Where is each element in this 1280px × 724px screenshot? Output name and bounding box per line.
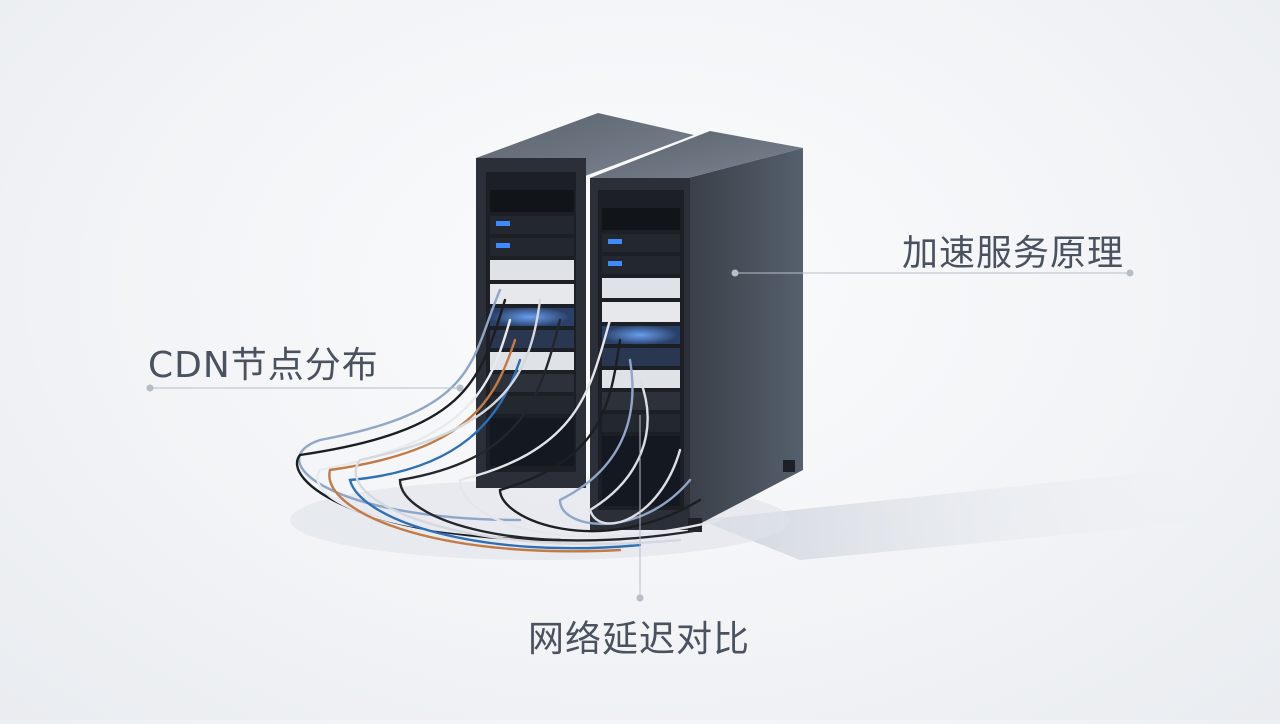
- leader-dot-accel-left: [731, 269, 739, 277]
- network-cables: [295, 288, 722, 553]
- callout-acceleration-principle: 加速服务原理: [902, 233, 1125, 274]
- leader-dot-cdn-right: [456, 384, 464, 392]
- right-rack-units: [602, 208, 680, 506]
- callout-cdn-nodes: CDN节点分布: [148, 345, 379, 386]
- floor-shadow: [700, 470, 1220, 560]
- right-rack-top: [590, 131, 803, 178]
- callout-latency-comparison: 网络延迟对比: [528, 619, 751, 660]
- leader-dot-accel-right: [1126, 269, 1134, 277]
- leader-dot-latency-bottom: [636, 594, 644, 602]
- right-rack-side: [688, 148, 803, 530]
- leader-dot-cdn-left: [146, 384, 154, 392]
